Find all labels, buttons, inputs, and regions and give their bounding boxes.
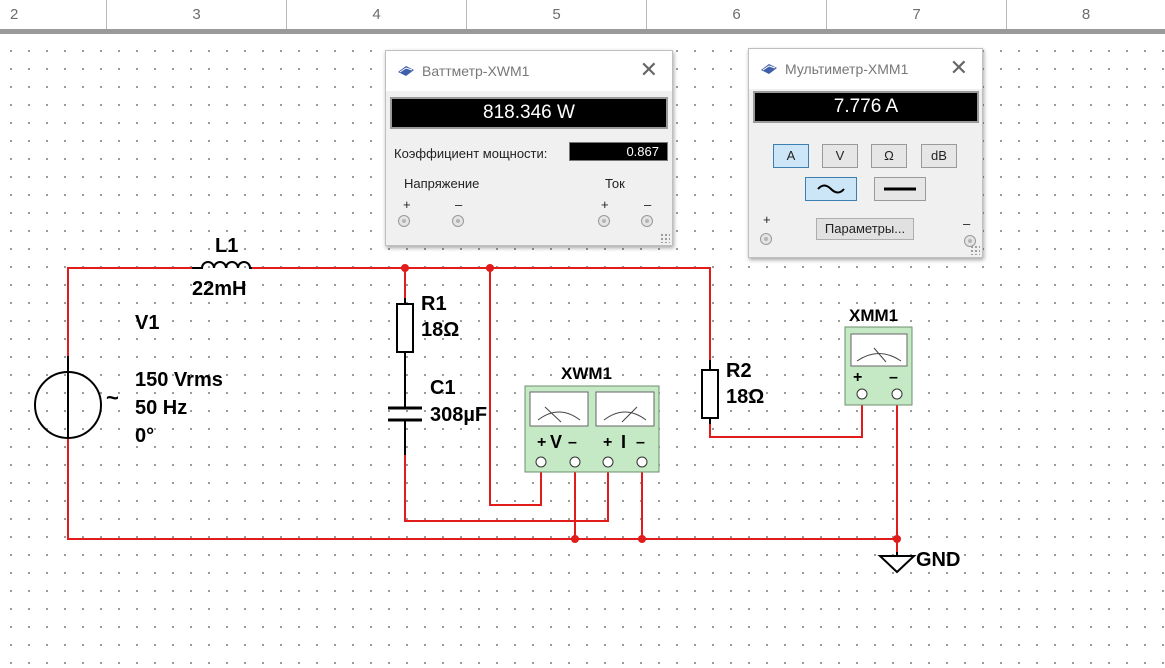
wattmeter-window[interactable]: Ваттметр-XWM1 ✕ 818.346 W Коэффициент мо… (385, 50, 673, 246)
xmm1-plus: + (853, 369, 862, 386)
wire-r2-to-xmm1[interactable] (709, 398, 863, 438)
ruler-label-5: 5 (467, 0, 647, 29)
xwm1-wattmeter-symbol[interactable] (524, 385, 660, 473)
v1-ac-source[interactable] (34, 356, 102, 439)
multimeter-title: Мультиметр-XMM1 (785, 61, 909, 77)
power-factor-label: Коэффициент мощности: (394, 146, 548, 161)
l1-value: 22mH (192, 278, 246, 300)
r2-resistor[interactable] (701, 360, 719, 424)
r1-name: R1 (421, 293, 447, 315)
power-factor-value: 0.867 (569, 142, 668, 161)
r1-resistor[interactable] (396, 298, 414, 380)
voltage-plus-sign: + (403, 197, 411, 212)
current-label: Ток (605, 176, 625, 191)
v1-name: V1 (135, 312, 159, 334)
r1-value: 18Ω (421, 319, 459, 341)
ground-symbol[interactable] (877, 552, 917, 574)
xwm1-v-plus: + (537, 434, 546, 451)
ruler-label-6: 6 (647, 0, 827, 29)
junction-dots (401, 264, 901, 543)
voltage-minus-terminal[interactable] (452, 215, 464, 227)
r2-value: 18Ω (726, 386, 764, 408)
c1-name: C1 (430, 377, 456, 399)
junction-dot (571, 535, 579, 543)
v1-phase: 0° (135, 425, 154, 447)
ac-mode-button[interactable] (805, 177, 857, 201)
xwm1-i-label: I (621, 432, 626, 452)
wire-bottom-rail[interactable] (67, 438, 897, 540)
gnd-label: GND (916, 549, 960, 571)
xwm1-v-minus: – (568, 434, 577, 451)
multimeter-plus-sign: + (763, 212, 771, 227)
xwm1-v-label: V (550, 432, 562, 452)
c1-value: 308µF (430, 404, 487, 426)
xwm1-name: XWM1 (561, 364, 612, 383)
junction-dot (486, 264, 494, 272)
multimeter-minus-terminal[interactable] (964, 235, 976, 247)
current-plus-sign: + (601, 197, 609, 212)
c1-capacitor[interactable] (388, 380, 422, 455)
decibel-mode-button[interactable]: dB (921, 144, 957, 168)
current-minus-terminal[interactable] (641, 215, 653, 227)
junction-dot (638, 535, 646, 543)
ruler-label-3: 3 (107, 0, 287, 29)
resize-grip[interactable] (660, 233, 670, 243)
wattmeter-titlebar[interactable]: Ваттметр-XWM1 ✕ (386, 51, 672, 91)
multisim-app-icon (398, 66, 414, 76)
multimeter-close-icon[interactable]: ✕ (949, 55, 968, 80)
junction-dot (401, 264, 409, 272)
junction-dot (893, 535, 901, 543)
multimeter-titlebar[interactable]: Мультиметр-XMM1 ✕ (749, 49, 982, 89)
wattmeter-reading: 818.346 W (390, 97, 668, 129)
ammeter-mode-button[interactable]: A (773, 144, 809, 168)
xmm1-minus: – (889, 369, 898, 386)
xmm1-multimeter-symbol[interactable] (844, 326, 913, 406)
voltmeter-mode-button[interactable]: V (822, 144, 858, 168)
wire-v1-to-l1[interactable] (67, 267, 192, 356)
wattmeter-title: Ваттметр-XWM1 (422, 63, 530, 79)
multimeter-plus-terminal[interactable] (760, 233, 772, 245)
voltage-label: Напряжение (404, 176, 480, 191)
wire-top-rail[interactable] (252, 267, 711, 360)
multimeter-window[interactable]: Мультиметр-XMM1 ✕ 7.776 A A V Ω dB + – П… (748, 48, 983, 258)
ruler-label-7: 7 (827, 0, 1007, 29)
wire-wattmeter-v-plus[interactable] (489, 268, 542, 506)
ohmmeter-mode-button[interactable]: Ω (871, 144, 907, 168)
sheet-ruler: 2 3 4 5 6 7 8 (0, 0, 1165, 34)
dc-mode-button[interactable] (874, 177, 926, 201)
v1-tilde-icon: ~ (106, 385, 119, 410)
multimeter-reading: 7.776 A (753, 91, 979, 123)
v1-voltage: 150 Vrms (135, 369, 223, 391)
l1-name: L1 (215, 235, 238, 257)
parameters-button[interactable]: Параметры... (816, 218, 914, 240)
multimeter-minus-sign: – (963, 216, 971, 231)
v1-frequency: 50 Hz (135, 397, 187, 419)
ruler-label-4: 4 (287, 0, 467, 29)
resize-grip[interactable] (970, 245, 980, 255)
current-plus-terminal[interactable] (598, 215, 610, 227)
xwm1-i-plus: + (603, 434, 612, 451)
ruler-label-2: 2 (0, 0, 107, 29)
multisim-app-icon (761, 64, 777, 74)
xwm1-i-minus: – (636, 434, 645, 451)
voltage-minus-sign: – (455, 197, 463, 212)
wire-wattmeter-i-plus[interactable] (404, 455, 609, 522)
xmm1-name: XMM1 (849, 306, 898, 325)
ruler-label-8: 8 (1081, 6, 1091, 23)
r2-name: R2 (726, 360, 752, 382)
current-minus-sign: – (644, 197, 652, 212)
voltage-plus-terminal[interactable] (398, 215, 410, 227)
wattmeter-close-icon[interactable]: ✕ (639, 57, 658, 82)
ac-wave-icon (817, 184, 845, 194)
l1-inductor[interactable] (192, 261, 252, 269)
dc-line-icon (884, 187, 916, 191)
